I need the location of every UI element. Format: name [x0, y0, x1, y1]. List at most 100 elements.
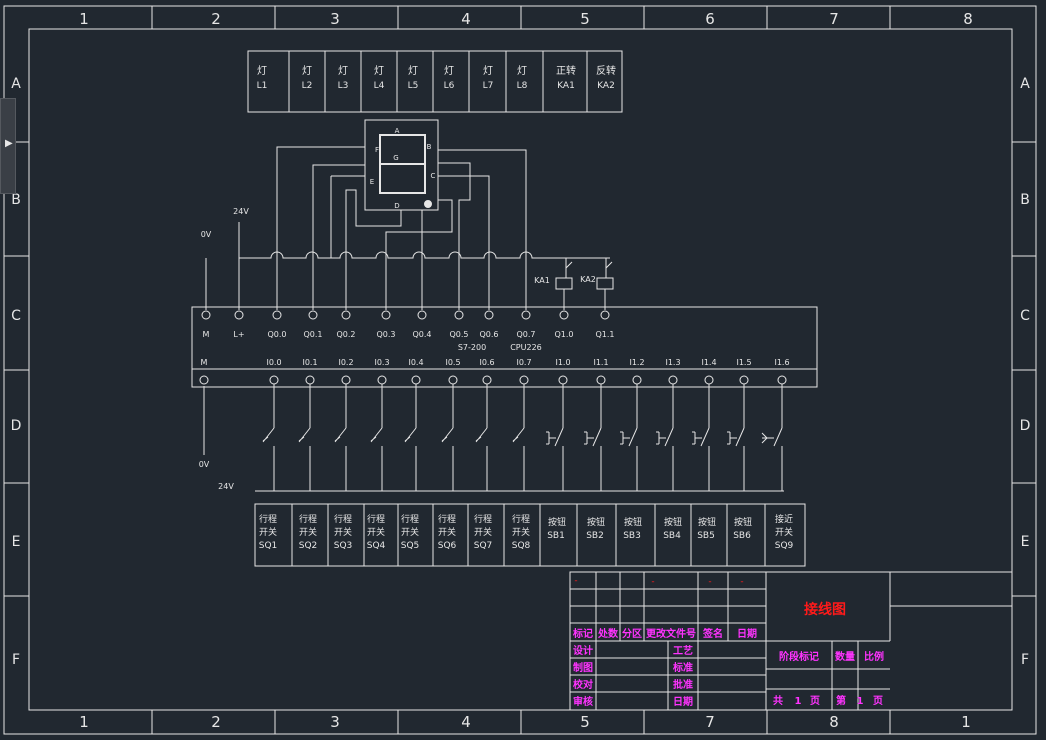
plc-output-terminal-label: Q0.7: [516, 330, 535, 339]
sheet-number-prefix: 第: [836, 694, 846, 707]
output-device-name: 灯: [257, 65, 267, 77]
output-device-name: 灯: [444, 65, 454, 77]
input-device-label: SB4: [663, 531, 681, 541]
plc-input-terminal-label: I0.6: [479, 358, 494, 367]
segment-label-d: D: [394, 202, 399, 210]
input-device-label: 行程: [474, 513, 492, 525]
approval-label: 批准: [673, 678, 693, 691]
revision-dash: -: [651, 577, 654, 587]
signoff-label: 审核: [573, 695, 593, 708]
column-label-bottom: 2: [211, 713, 221, 731]
total-pages-value: 1: [795, 696, 802, 707]
input-device-label: 行程: [401, 513, 419, 525]
push-button-symbol: [584, 427, 602, 491]
voltage-24v-top: 24V: [233, 207, 249, 216]
total-pages-suffix: 页: [810, 695, 820, 707]
input-device-label: 开关: [299, 526, 317, 538]
plc-input-terminal: [482, 375, 492, 385]
input-device-label: 接近: [775, 513, 793, 525]
signoff-label: 校对: [573, 678, 593, 691]
revision-header-cell: 日期: [737, 627, 757, 640]
output-device-name: 反转: [596, 64, 616, 77]
output-device-code: L3: [338, 81, 349, 91]
plc-input-terminal-label: I1.6: [774, 358, 789, 367]
input-device-label: SQ7: [474, 541, 493, 551]
column-label-bottom: 8: [829, 713, 839, 731]
plc-input-terminal-label: I1.0: [555, 358, 570, 367]
plc-output-terminal: [600, 310, 610, 320]
relay-label-ka1: KA1: [534, 276, 550, 285]
input-device-label: 开关: [512, 526, 530, 538]
plc-input-terminal: [305, 375, 315, 385]
output-device-code: L5: [408, 81, 419, 91]
plc-input-terminal: [739, 375, 749, 385]
plc-output-terminal-label: L+: [233, 330, 244, 339]
input-device-label: SQ2: [299, 541, 318, 551]
approval-label: 标准: [672, 661, 693, 674]
sheet-number-suffix: 页: [873, 695, 883, 707]
plc-output-terminal-label: Q0.1: [303, 330, 322, 339]
push-button-symbol: [620, 427, 638, 491]
output-device-code: L7: [483, 81, 494, 91]
input-device-label: 按钮: [624, 516, 642, 528]
input-device-label: SB2: [586, 531, 604, 541]
input-device-label: SB3: [623, 531, 641, 541]
push-button-symbol: [727, 427, 745, 491]
output-device-name: 灯: [338, 65, 348, 77]
voltage-24v-bottom: 24V: [218, 482, 234, 491]
approval-label: 工艺: [673, 644, 693, 657]
plc-output-terminal: [381, 310, 391, 320]
plc-input-terminal: [596, 375, 606, 385]
plc-input-terminal-label: I0.7: [516, 358, 531, 367]
input-device-label: 开关: [401, 526, 419, 538]
output-device-code: KA2: [597, 81, 615, 91]
column-label-top: 2: [211, 10, 221, 28]
travel-switch-symbol: [334, 427, 347, 491]
travel-switch-symbol: [404, 427, 417, 491]
input-device-label: 开关: [334, 526, 352, 538]
revision-header-cell: 更改文件号: [646, 627, 696, 640]
output-device-name: 灯: [374, 65, 384, 77]
input-device-label: 按钮: [698, 516, 716, 528]
plc-input-terminal-label: I0.5: [445, 358, 460, 367]
input-device-label: SQ9: [775, 541, 794, 551]
plc-output-terminal: [272, 310, 282, 320]
input-device-label: 按钮: [734, 516, 752, 528]
quantity-label: 数量: [835, 650, 855, 663]
plc-output-terminal: [559, 310, 569, 320]
input-device-label: 开关: [775, 526, 793, 538]
input-device-label: 开关: [474, 526, 492, 538]
outer-border: [3, 5, 1037, 735]
plc-input-terminal: [411, 375, 421, 385]
revision-dash: -: [740, 577, 743, 587]
input-device-label: SQ4: [367, 541, 386, 551]
input-device-label: SB1: [547, 531, 565, 541]
input-device-label: 行程: [299, 513, 317, 525]
row-label-right: B: [1020, 192, 1030, 208]
column-label-bottom: 3: [330, 713, 340, 731]
plc-input-terminal: [777, 375, 787, 385]
plc-input-terminal-label: I0.2: [338, 358, 353, 367]
input-device-label: 按钮: [587, 516, 605, 528]
plc-input-terminal-label: I1.1: [593, 358, 608, 367]
plc-model: S7-200: [458, 343, 486, 352]
plc-output-terminal: [454, 310, 464, 320]
column-label-bottom: 1: [961, 713, 971, 731]
voltage-0v-top: 0V: [201, 230, 212, 239]
revision-header-cell: 签名: [702, 627, 723, 640]
input-device-label: SB6: [733, 531, 751, 541]
travel-switch-symbol: [298, 427, 311, 491]
column-label-top: 6: [705, 10, 715, 28]
travel-switch-symbol: [441, 427, 454, 491]
row-label-left: A: [11, 76, 21, 92]
plc-cpu: CPU226: [510, 343, 542, 352]
segment-label-a: A: [395, 127, 400, 135]
plc-output-terminal-label: Q0.4: [412, 330, 431, 339]
plc-input-terminal-label: I0.3: [374, 358, 389, 367]
column-label-top: 5: [580, 10, 590, 28]
input-device-label: 开关: [367, 526, 385, 538]
row-label-left: F: [12, 652, 20, 668]
sidebar-toggle-button[interactable]: ▶: [0, 98, 16, 194]
plc-output-terminal: [308, 310, 318, 320]
